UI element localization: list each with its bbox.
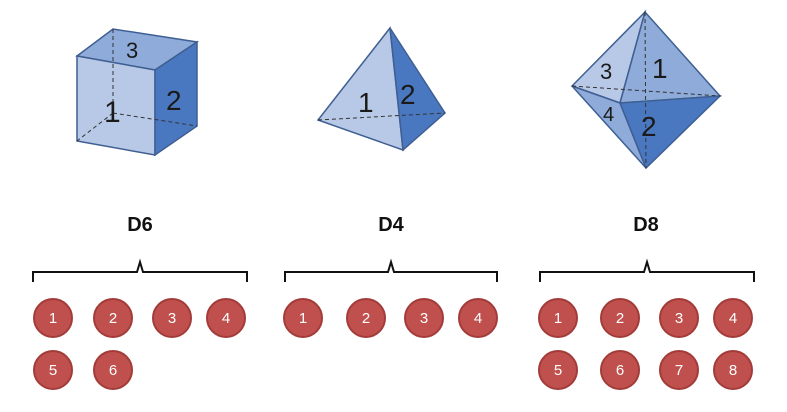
d4-tetrahedron: 1 2 [316, 26, 446, 152]
d8-face-number: 4 [603, 104, 614, 126]
d4-outcome-circle: 1 [283, 298, 323, 338]
d8-brace [539, 258, 755, 282]
d6-face-number: 1 [104, 96, 121, 129]
d8-outcome-circle: 6 [600, 350, 640, 390]
d4-brace [284, 258, 498, 282]
d4-outcome-circle: 2 [346, 298, 386, 338]
d8-face-number: 2 [641, 111, 657, 142]
d8-outcome-circle: 3 [659, 298, 699, 338]
d8-outcome-circle: 5 [538, 350, 578, 390]
d4-right-face [389, 27, 446, 152]
d8-outcome-circle: 4 [713, 298, 753, 338]
d6-outcome-circle: 3 [152, 298, 192, 338]
d8-lower-right-face [618, 95, 722, 170]
d8-face-number: 1 [652, 53, 668, 84]
d8-outcome-circle: 7 [659, 350, 699, 390]
d6-face-number: 2 [166, 85, 182, 116]
d6-outcome-circle: 4 [206, 298, 246, 338]
d8-face-number: 3 [600, 59, 612, 84]
d6-outcome-circle: 2 [93, 298, 133, 338]
d4-label: D4 [378, 214, 404, 236]
d6-face-number: 3 [126, 38, 138, 63]
d4-face-number: 2 [400, 79, 416, 110]
d6-label: D6 [127, 214, 153, 236]
d8-octahedron: 3 1 4 2 [570, 9, 722, 170]
d6-outcome-circle: 6 [93, 350, 133, 390]
d8-outcome-circle: 1 [538, 298, 578, 338]
d8-outcome-circle: 2 [600, 298, 640, 338]
d4-outcome-circle: 4 [458, 298, 498, 338]
d6-outcome-circle: 5 [33, 350, 73, 390]
d4-outcome-circle: 3 [404, 298, 444, 338]
d6-outcome-circle: 1 [33, 298, 73, 338]
d8-outcome-circle: 8 [713, 350, 753, 390]
d6-cube: 3 1 2 [75, 28, 200, 157]
d4-face-number: 1 [358, 87, 374, 118]
d8-label: D8 [633, 214, 659, 236]
d6-brace [32, 258, 248, 282]
